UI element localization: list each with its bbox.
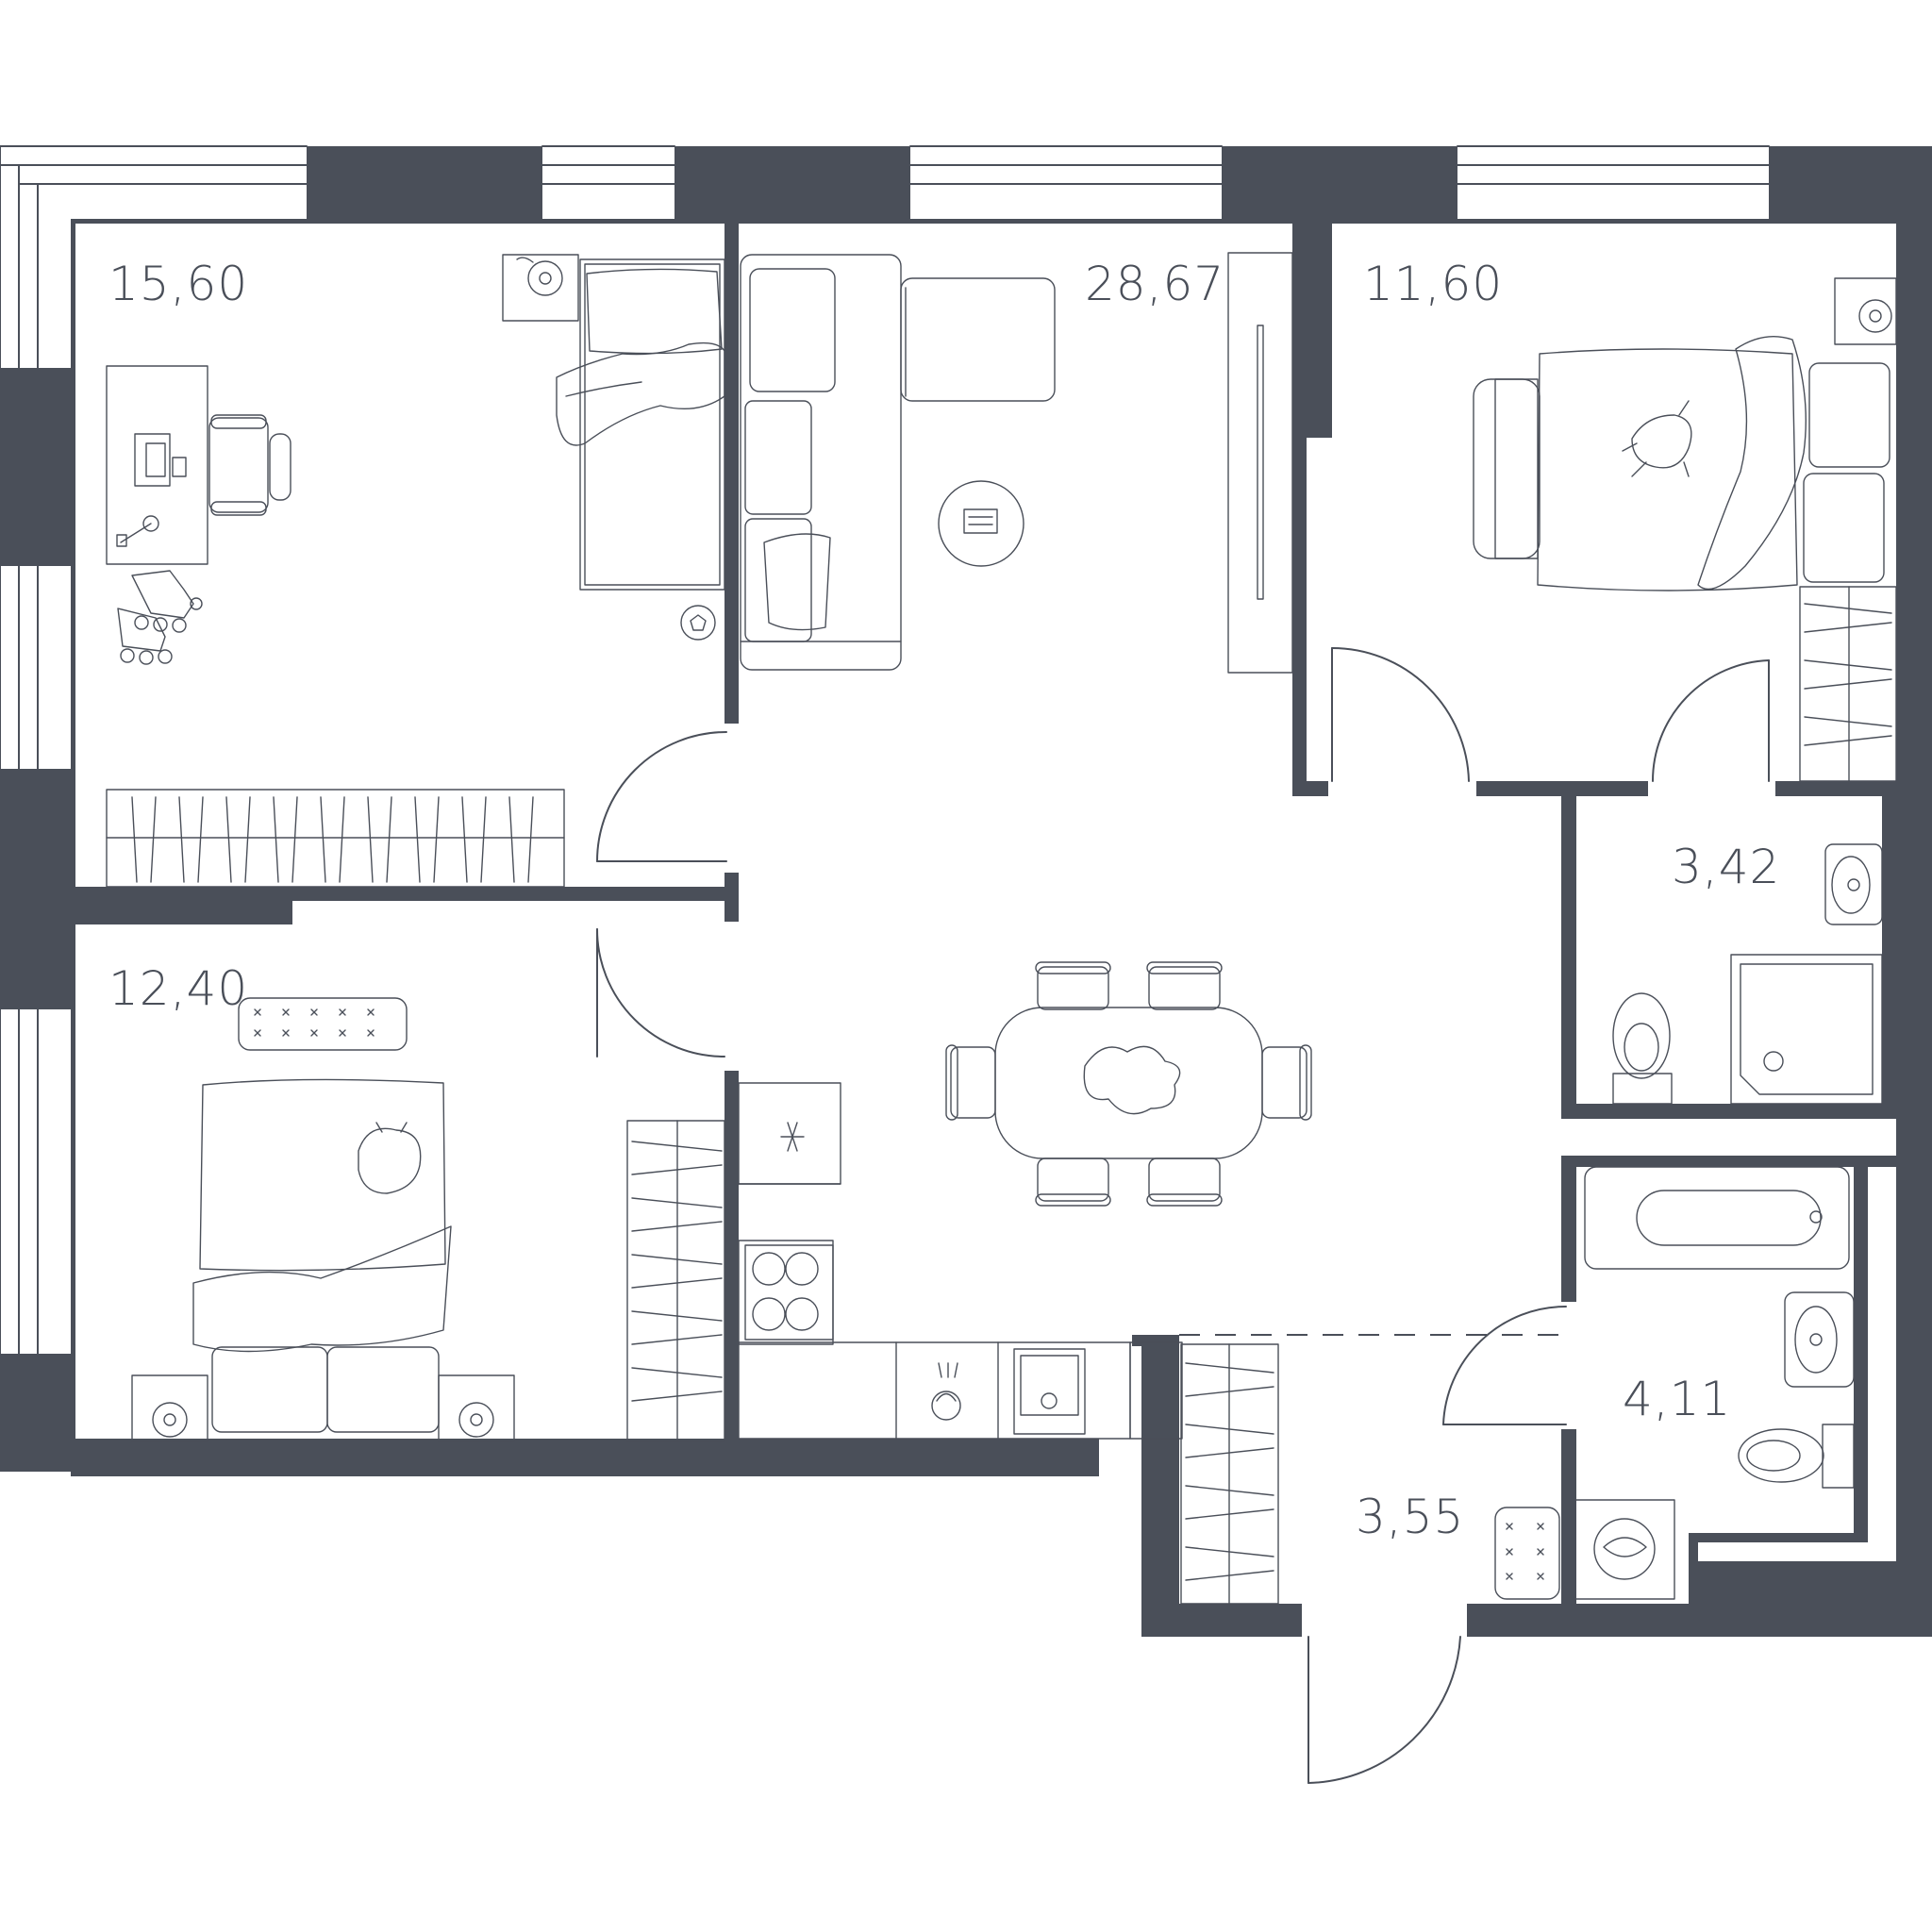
kitchen-counter — [738, 1341, 1131, 1440]
wardrobe-icon — [1799, 586, 1897, 782]
bathtub-icon — [1584, 1166, 1850, 1270]
room-area-bathroom-shower: 3,42 — [1672, 840, 1780, 894]
sink-icon — [931, 1348, 1086, 1435]
wardrobe-icon — [1180, 1343, 1279, 1605]
dining-table-icon — [994, 1007, 1263, 1159]
tv-unit-icon — [1227, 252, 1293, 674]
nightstand-lamp-icon — [502, 254, 579, 322]
washing-machine-icon — [1574, 1499, 1675, 1600]
wardrobe-icon — [626, 1120, 725, 1442]
toilet-icon — [1612, 992, 1673, 1105]
fridge-icon — [738, 1082, 841, 1185]
bed-icon — [1537, 335, 1890, 591]
room-area-bedroom-1: 15,60 — [108, 257, 248, 311]
football-icon — [680, 605, 716, 641]
window-icon — [0, 145, 1774, 1355]
shoe-bench-icon — [1494, 1507, 1560, 1600]
room-area-living-kitchen: 28,67 — [1085, 257, 1224, 311]
washbasin-icon — [1824, 843, 1883, 925]
room-area-bedroom-2: 11,60 — [1363, 257, 1503, 311]
washbasin-icon — [1784, 1291, 1855, 1388]
stovetop-icon — [738, 1240, 834, 1345]
toilet-icon — [1738, 1424, 1855, 1489]
door-swing-icon — [596, 647, 1770, 1784]
room-area-hallway: 3,55 — [1356, 1490, 1464, 1544]
nightstand-lamp-icon — [1834, 277, 1897, 345]
armchair-icon — [1473, 378, 1541, 559]
cat-icon — [1622, 400, 1692, 477]
desk-icon — [106, 365, 208, 565]
bed-icon — [556, 258, 725, 591]
office-chair-icon — [208, 414, 291, 516]
room-area-bathroom-tub: 4,11 — [1623, 1372, 1731, 1426]
bed-icon — [192, 997, 452, 1433]
counter-end — [1129, 1341, 1183, 1440]
wardrobe-icon — [106, 789, 565, 888]
round-rug-icon — [938, 480, 1024, 567]
nightstand-lamp-icon — [131, 1374, 515, 1442]
shower-tray-icon — [1730, 954, 1883, 1105]
room-area-bedroom-3: 12,40 — [108, 961, 248, 1016]
rollerblades-icon — [117, 570, 203, 665]
corner-sofa-icon — [740, 254, 1056, 671]
chair-icon — [945, 961, 1312, 1207]
cat-icon — [358, 1122, 422, 1194]
laptop-icon — [116, 433, 187, 547]
walls — [0, 146, 1932, 1637]
